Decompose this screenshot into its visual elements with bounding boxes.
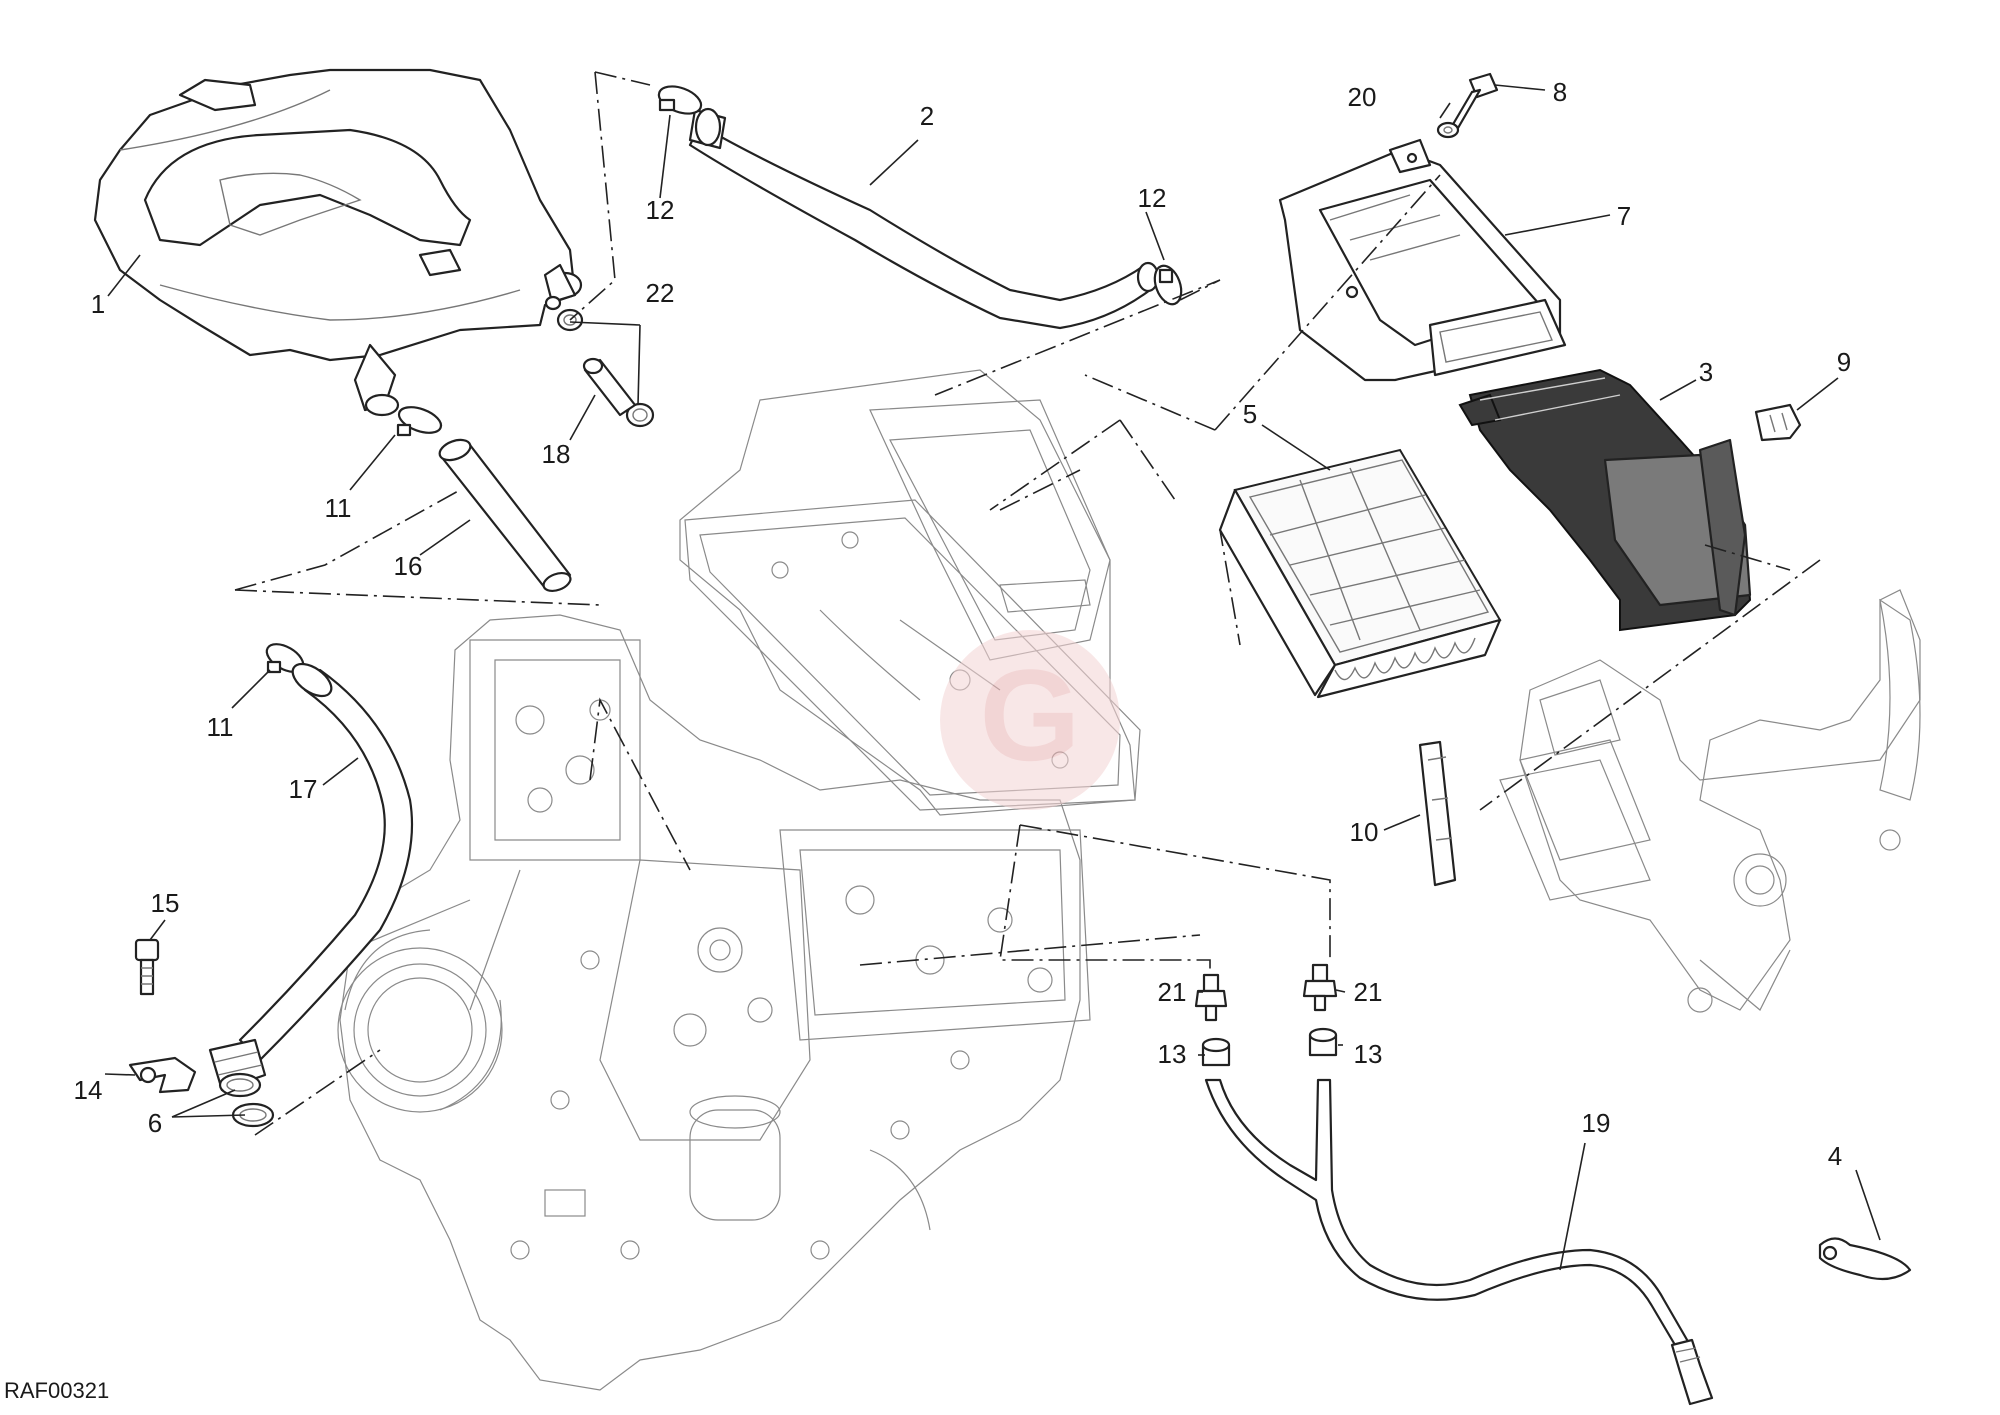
hose-16 <box>438 438 572 593</box>
callout-5: 5 <box>1242 399 1258 429</box>
engine-block-outline <box>337 614 1091 1391</box>
hose-clamp-upper-right <box>1153 264 1183 306</box>
o-ring-6-upper <box>218 1072 262 1098</box>
hose-17 <box>208 662 414 1092</box>
watermark-letter: G <box>979 642 1080 788</box>
fitting-21-left <box>1194 973 1228 1022</box>
hose-clamp-upper-left <box>657 85 703 115</box>
callout-13-right: 13 <box>1353 1039 1383 1069</box>
breather-tube <box>688 107 1160 330</box>
callout-20: 20 <box>1347 82 1377 112</box>
cap-13-left <box>1201 1037 1231 1067</box>
leader-lines <box>104 84 1881 1271</box>
assembly-guide-lines <box>234 71 1821 1136</box>
washer-20 <box>1436 121 1460 139</box>
air-duct-3 <box>1458 368 1752 632</box>
frame-section-outline <box>1499 589 1921 1013</box>
callout-21-right: 21 <box>1353 977 1383 1007</box>
airbox-outline <box>679 369 1141 816</box>
fitting-21-right <box>1302 963 1338 1012</box>
callout-18: 18 <box>541 439 571 469</box>
callout-9: 9 <box>1836 347 1852 377</box>
callout-6: 6 <box>147 1108 163 1138</box>
callout-12-right: 12 <box>1137 183 1167 213</box>
screw-15 <box>134 938 160 996</box>
callout-10: 10 <box>1349 817 1379 847</box>
callout-1: 1 <box>90 289 106 319</box>
callout-21-left: 21 <box>1157 977 1187 1007</box>
connector-tube-18 <box>582 357 637 417</box>
callout-12-left: 12 <box>645 195 675 225</box>
bracket-14 <box>128 1056 197 1094</box>
clip-9 <box>1754 403 1802 442</box>
clip-22-lower <box>625 402 655 428</box>
callout-11-upper: 11 <box>324 493 352 523</box>
callout-13-left: 13 <box>1157 1039 1187 1069</box>
callout-8: 8 <box>1552 77 1568 107</box>
screw-8 <box>1450 72 1499 130</box>
callout-19: 19 <box>1581 1108 1611 1138</box>
air-intake-duct-7 <box>1278 138 1567 382</box>
small-washer-22 <box>544 295 562 311</box>
callout-15: 15 <box>150 888 180 918</box>
callout-11-lower: 11 <box>206 712 234 742</box>
oil-breather-reservoir <box>93 68 583 417</box>
drain-hose-19 <box>1204 1078 1714 1406</box>
clip-4 <box>1818 1237 1912 1281</box>
callout-16: 16 <box>393 551 423 581</box>
callout-2: 2 <box>919 101 935 131</box>
callout-4: 4 <box>1827 1141 1843 1171</box>
drawing-reference-code: RAF00321 <box>4 1378 110 1403</box>
callout-17: 17 <box>288 774 318 804</box>
watermark-logo: G <box>940 630 1120 810</box>
callout-7: 7 <box>1616 201 1632 231</box>
callout-3: 3 <box>1698 357 1714 387</box>
seal-strip-10 <box>1418 740 1457 887</box>
cap-13-right <box>1308 1027 1338 1057</box>
callout-22: 22 <box>645 278 675 308</box>
air-filter-5 <box>1218 448 1502 699</box>
callout-14: 14 <box>73 1075 103 1105</box>
hose-clamp-11-upper <box>396 406 443 437</box>
